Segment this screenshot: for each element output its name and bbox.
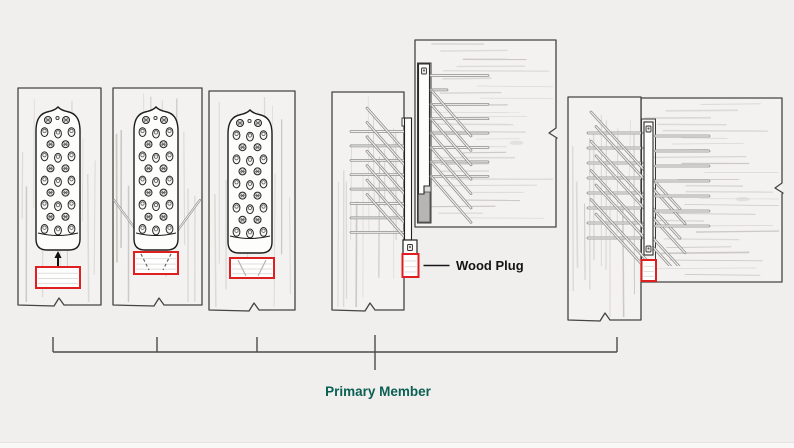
primary-screws — [349, 106, 409, 242]
channel-fill — [418, 191, 431, 223]
panel2-plug-screws-driven — [112, 87, 203, 307]
wood-plug-outline — [229, 257, 275, 279]
screw-hole-icon — [645, 125, 652, 133]
connector-plate — [417, 63, 431, 195]
secondary-horizontal-screws — [654, 134, 711, 228]
board-outline-with-break-symbol — [112, 87, 203, 307]
panel4-side-view-exploded — [331, 39, 558, 312]
panel1-plate-face-view — [17, 87, 102, 307]
board-outline-with-break-symbol — [414, 39, 558, 228]
screw-heads — [40, 115, 76, 236]
connector-plate — [643, 121, 654, 256]
board-outline-with-break-symbol — [17, 87, 102, 307]
wood-plug-outline — [640, 259, 657, 282]
secondary-screws — [429, 74, 490, 224]
primary-member-label: Primary Member — [325, 384, 431, 399]
screw-hole-icon — [421, 67, 427, 75]
primary-member-bracket — [52, 335, 618, 370]
screw-heads — [232, 118, 268, 239]
nail-plate — [227, 108, 273, 254]
wood-plug-outline — [401, 253, 420, 278]
screw-hole-icon — [407, 244, 413, 251]
nail-plate — [133, 105, 179, 251]
wood-plug-label: Wood Plug — [456, 258, 524, 273]
board-outline-with-break-symbol — [208, 90, 296, 312]
nail-plate — [35, 105, 81, 251]
up-arrow-icon — [54, 251, 62, 266]
panel3-plug-ready — [208, 90, 296, 312]
panel5-side-view-assembled — [567, 96, 784, 322]
wood-plug-outline — [133, 251, 179, 275]
connector-plate — [401, 117, 418, 255]
primary-member-label-wrap: Primary Member — [278, 383, 478, 401]
board-outline-with-break-symbol — [640, 97, 784, 283]
bottom-edge-strip — [0, 442, 794, 448]
screw-heads — [138, 115, 174, 236]
screw-hole-icon — [645, 245, 652, 253]
wood-plug-outline — [35, 266, 81, 289]
